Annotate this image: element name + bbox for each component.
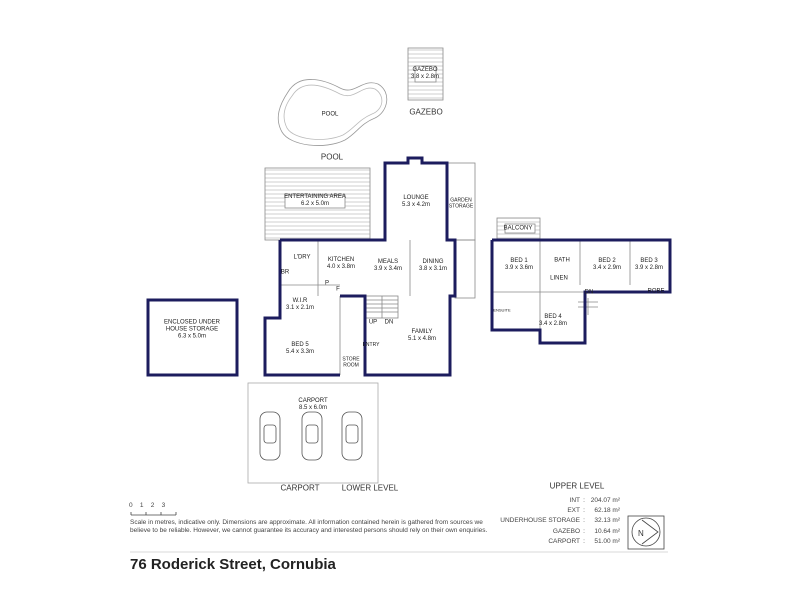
car-icon — [301, 411, 323, 461]
section-gazebo: GAZEBO — [409, 107, 443, 117]
section-upper-level: UPPER LEVEL — [549, 481, 605, 491]
disclaimer: Scale in metres, indicative only. Dimens… — [130, 519, 495, 535]
room-entry: ENTRY — [362, 342, 380, 349]
area-row: CARPORT:51.00 m² — [548, 537, 620, 545]
room-balcony: BALCONY — [503, 225, 533, 232]
room-bath: BATH — [554, 257, 570, 264]
car-icon — [259, 411, 281, 461]
room-laundry: L'DRY — [293, 254, 311, 261]
pool-outline — [277, 79, 388, 146]
north-arrow-icon — [627, 515, 665, 550]
room-store: STORE ROOM — [342, 356, 360, 368]
compass-label: N — [638, 529, 644, 538]
section-lower-level: LOWER LEVEL — [341, 483, 399, 493]
area-summary: INT:204.07 m² EXT:62.18 m² UNDERHOUSE ST… — [480, 496, 620, 547]
upper-stairs-down-label: DN — [584, 289, 594, 296]
area-row: GAZEBO:10.64 m² — [552, 527, 620, 535]
underhouse-outline — [146, 298, 239, 377]
room-ensuite: ENSUITE — [493, 307, 511, 313]
area-row: INT:204.07 m² — [569, 497, 620, 504]
stairs-up-label: UP — [368, 319, 378, 326]
walls — [263, 156, 672, 377]
area-row: EXT:62.18 m² — [567, 507, 620, 515]
stairs-down-label: DN — [384, 319, 394, 326]
room-linen: LINEN — [550, 275, 568, 282]
section-pool: POOL — [320, 152, 344, 162]
room-pool: POOL — [321, 111, 339, 118]
property-address-title: 76 Roderick Street, Cornubia — [130, 556, 336, 573]
carport-outline — [247, 382, 379, 484]
scale-bar — [130, 512, 177, 516]
room-pantry: P — [324, 280, 330, 287]
room-robe: ROBE — [647, 288, 665, 295]
disclaimer-line: Scale in metres, indicative only. Dimens… — [130, 519, 483, 526]
room-fridge: F — [336, 286, 340, 293]
area-row: UNDERHOUSE STORAGE:32.13 m² — [500, 517, 620, 525]
room-br: BR — [280, 269, 290, 276]
scale-labels: 0 1 2 3 — [129, 502, 166, 509]
section-carport: CARPORT — [280, 483, 320, 493]
room-garden-storage: GARDEN STORAGE — [448, 197, 474, 209]
car-icon — [341, 411, 363, 461]
disclaimer-line: believe to be reliable. However, we cann… — [130, 527, 488, 534]
